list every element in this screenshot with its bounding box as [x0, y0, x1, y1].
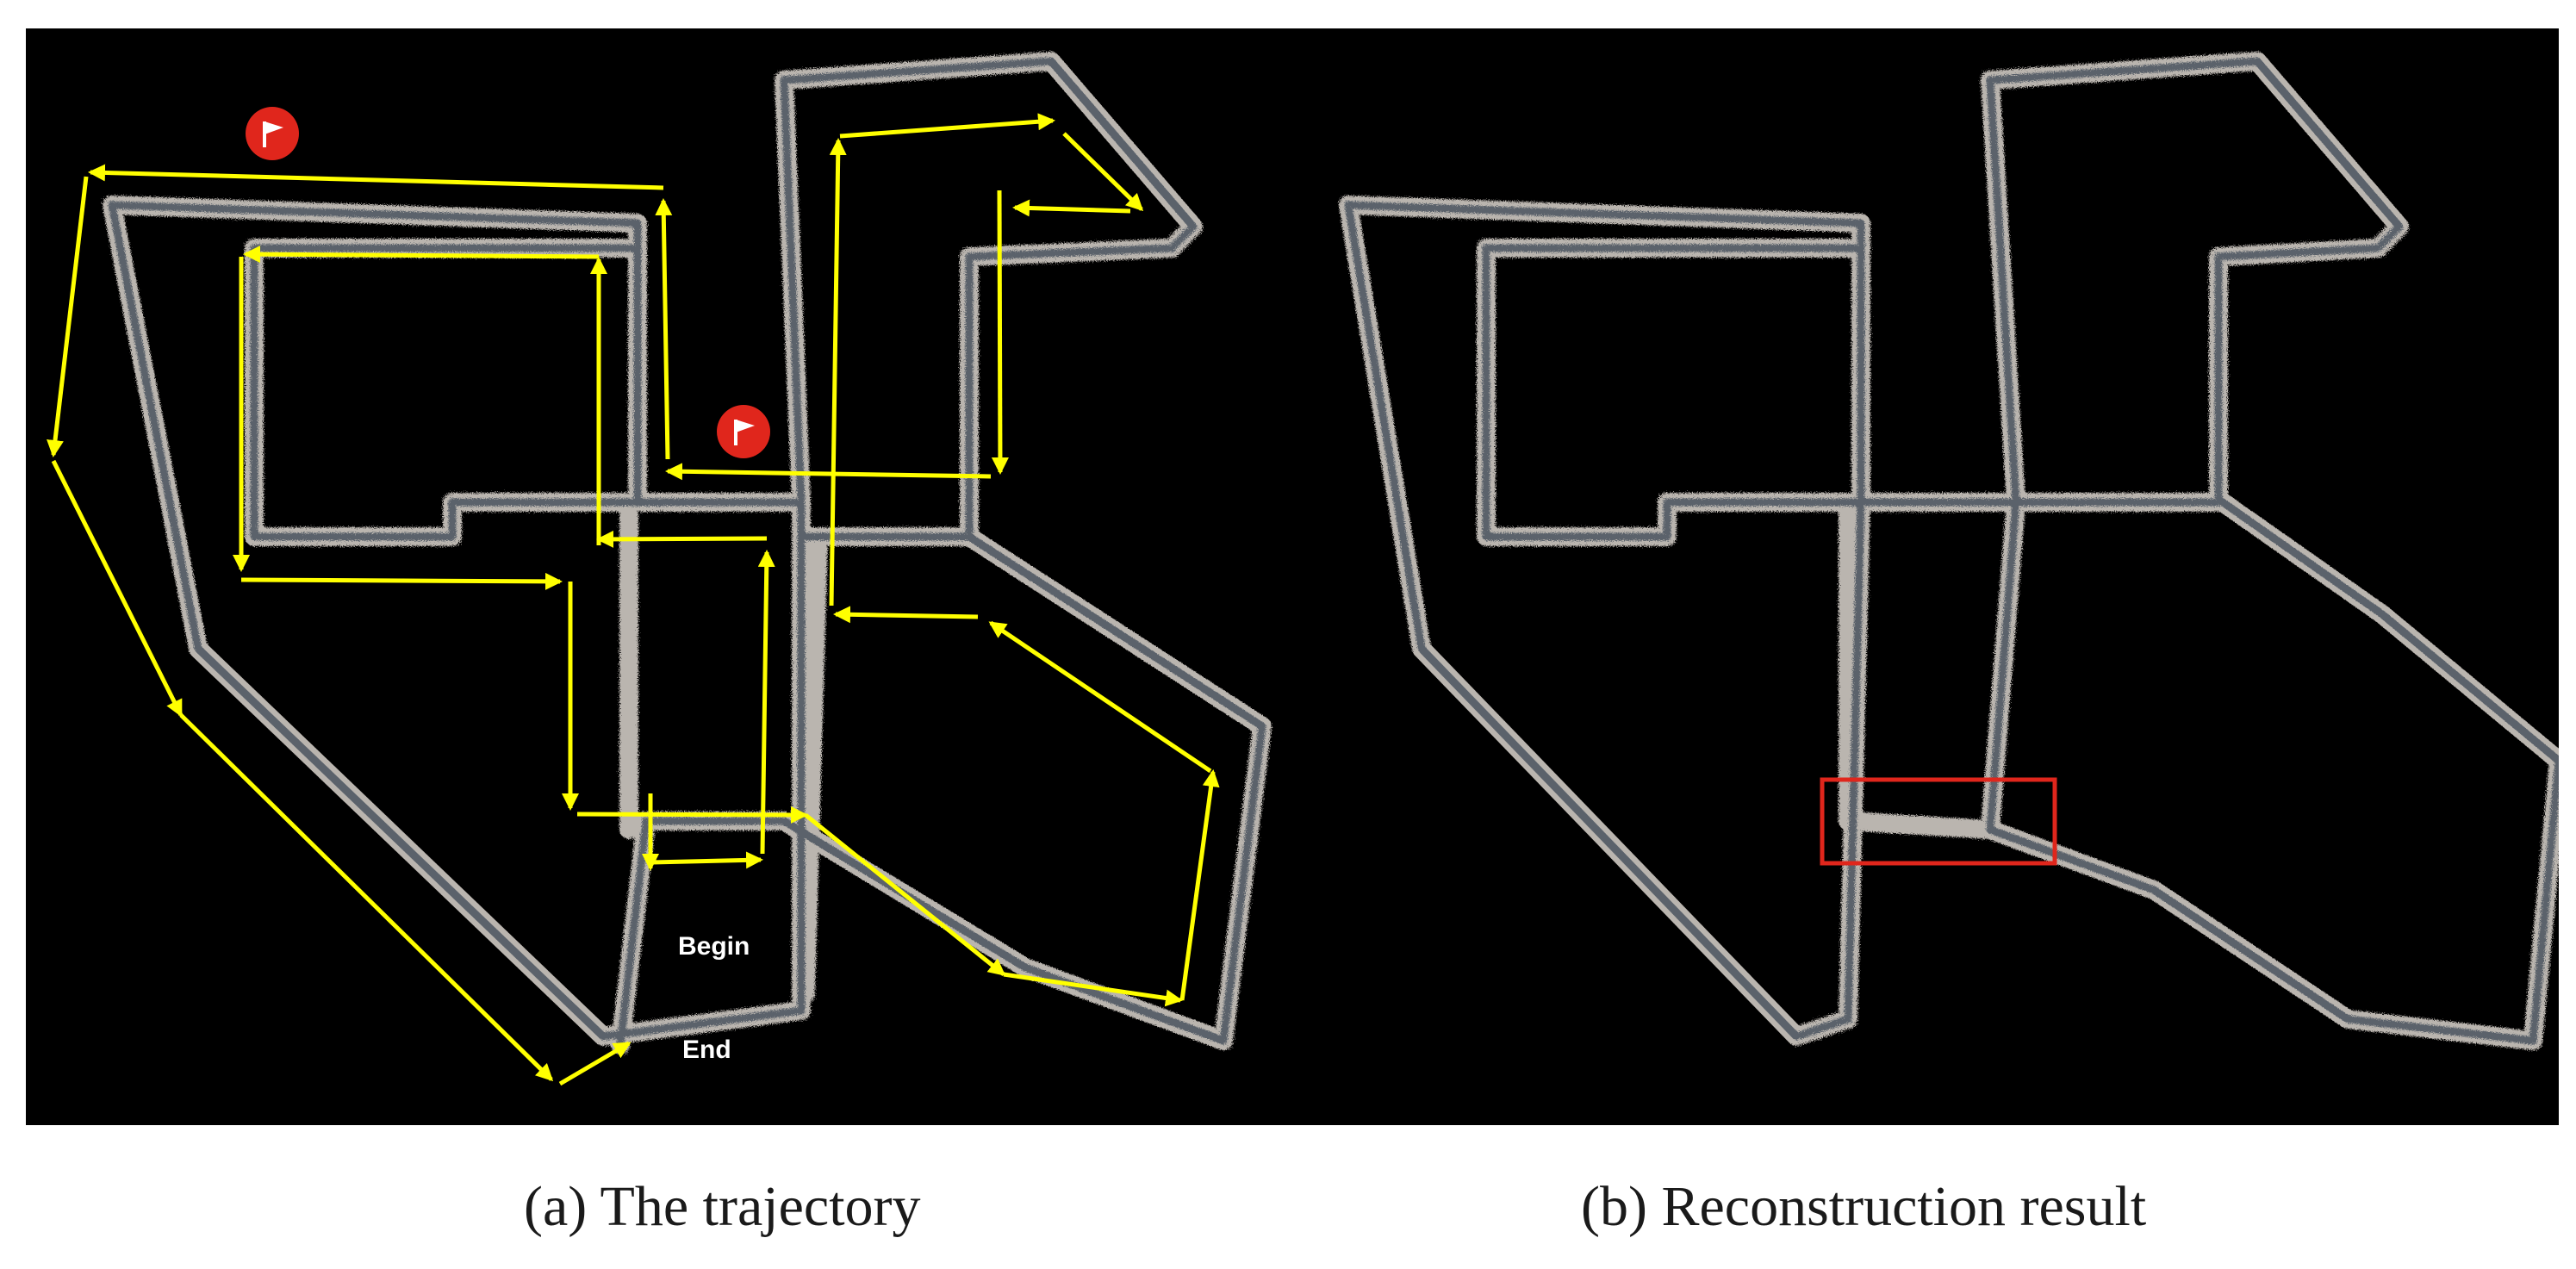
caption-b: (b) Reconstruction result [1581, 1175, 2147, 1238]
flag-icon [734, 420, 755, 445]
end-label: End [682, 1036, 731, 1064]
caption-a: (a) The trajectory [524, 1175, 921, 1238]
reconstruction-panel [1310, 28, 2559, 1125]
corridor-map [103, 52, 1272, 1054]
reconstruction-map [1339, 52, 2559, 1050]
midpoint-flag-marker [717, 405, 770, 458]
corridor-map [1339, 52, 2559, 1050]
trajectory-map: Begin End [47, 52, 1272, 1086]
begin-label: Begin [678, 932, 750, 961]
highlight-box [1820, 777, 2057, 866]
trajectory-arrows [47, 113, 1220, 1086]
trajectory-panel: Begin End [26, 28, 1310, 1125]
start-flag-marker [246, 107, 299, 160]
flag-icon [263, 121, 283, 147]
